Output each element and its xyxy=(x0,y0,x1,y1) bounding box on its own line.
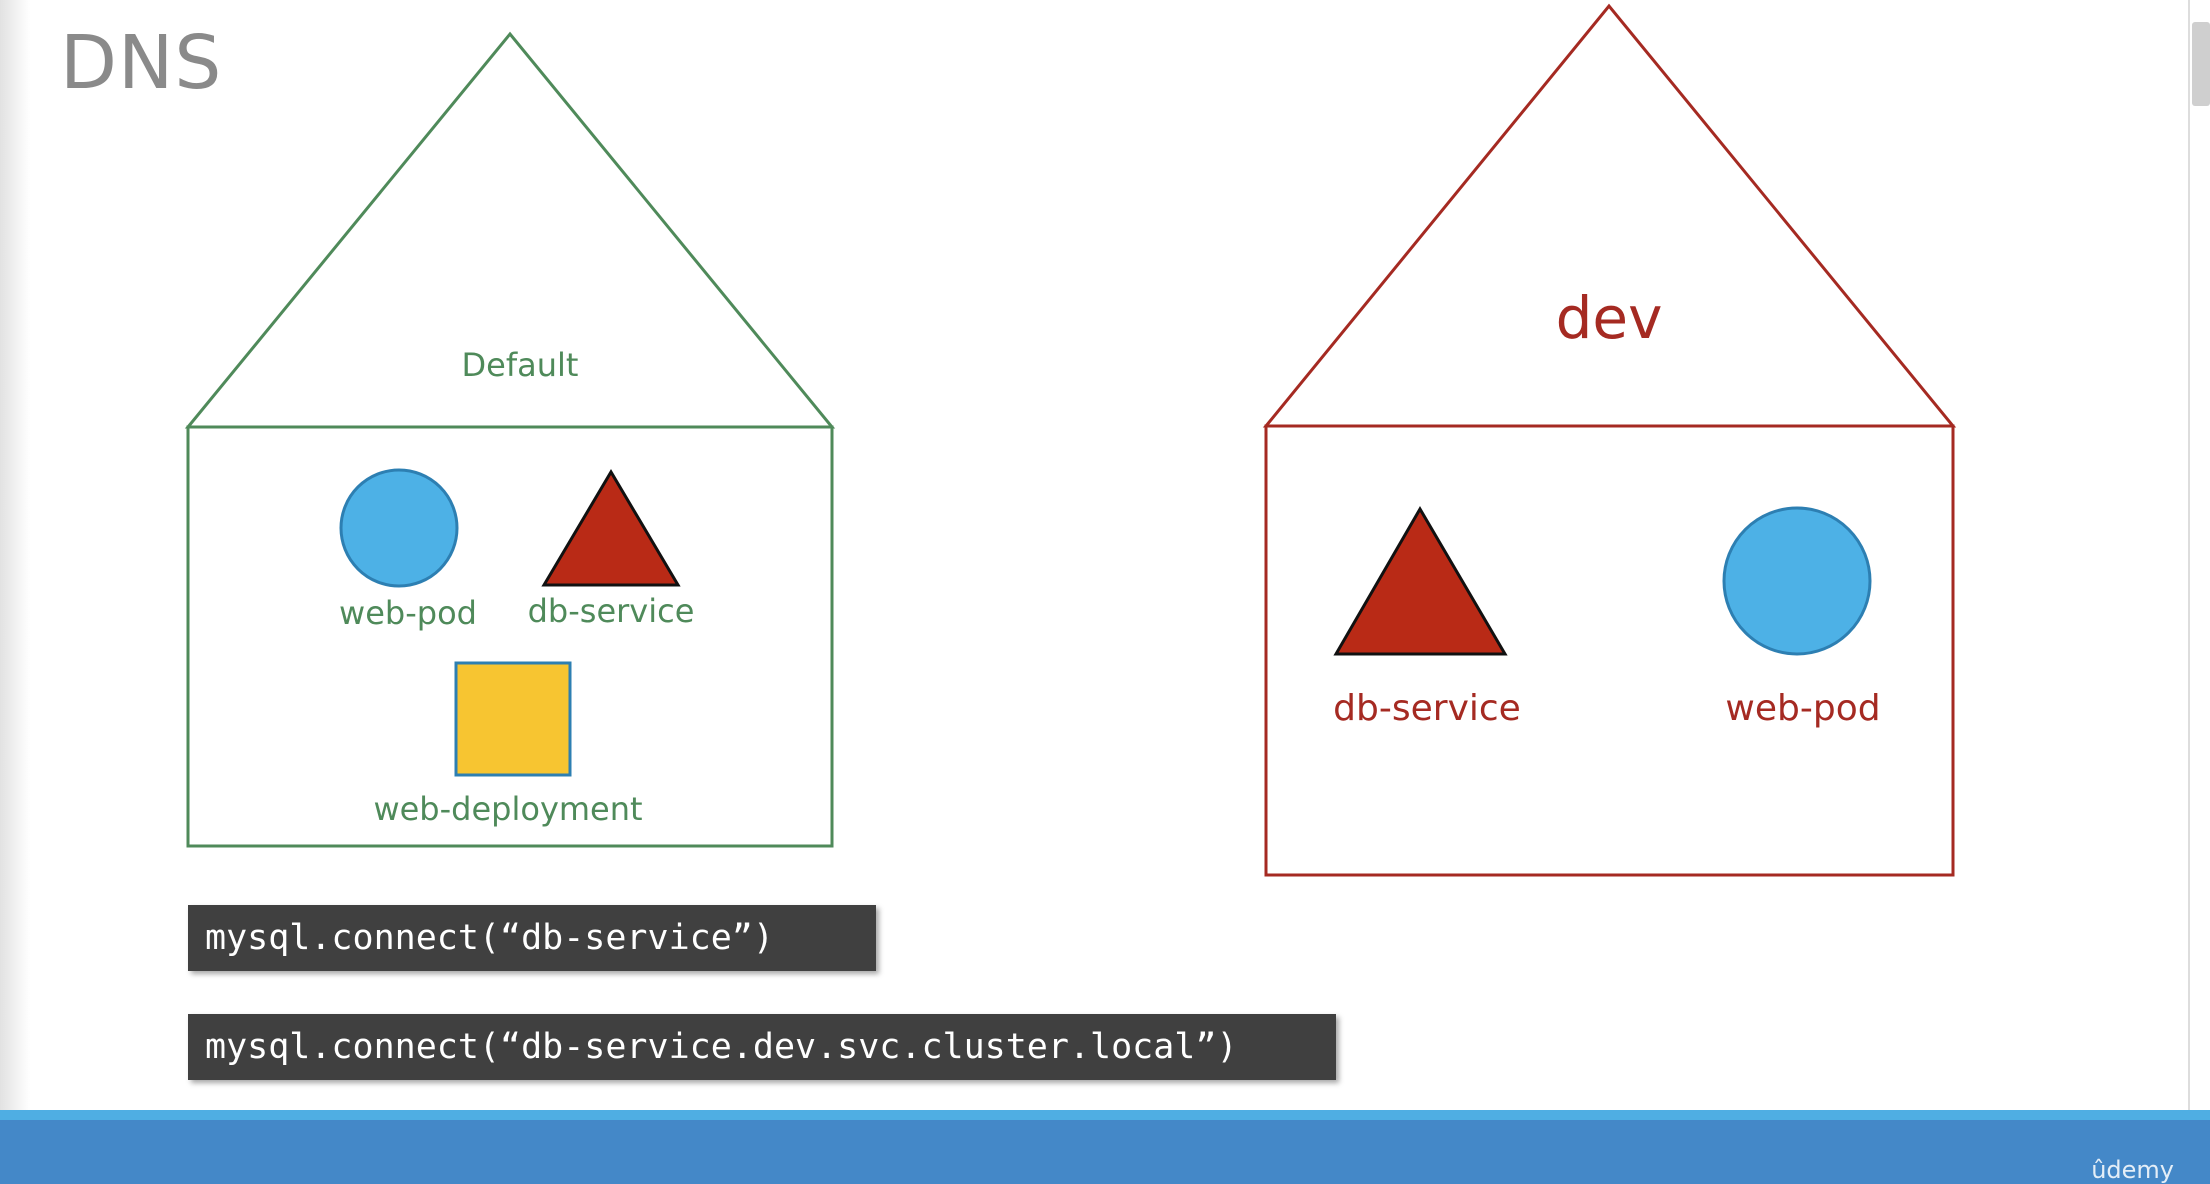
default-house-body xyxy=(186,425,834,848)
default-db-service-triangle xyxy=(541,469,681,587)
slide-title: DNS xyxy=(60,20,223,106)
dev-db-service-triangle xyxy=(1333,506,1508,656)
namespace-dev: dev db-service web-pod xyxy=(1262,3,1957,877)
dev-house-roof xyxy=(1262,3,1957,428)
default-web-pod-circle xyxy=(339,468,459,588)
default-db-service-label: db-service xyxy=(528,592,695,630)
default-web-deployment-label: web-deployment xyxy=(373,790,642,828)
code-snippet-fqdn: mysql.connect(“db-service.dev.svc.cluste… xyxy=(188,1014,1336,1080)
dev-web-pod-label: web-pod xyxy=(1725,688,1880,729)
footer-stripe xyxy=(0,1110,2210,1120)
namespace-default: Default web-pod db-service web-deploymen… xyxy=(184,31,836,848)
brand-logo: ûdemy xyxy=(2091,1156,2174,1184)
footer-bar: ûdemy xyxy=(0,1120,2210,1184)
dev-web-pod-circle xyxy=(1722,506,1872,656)
namespace-diagram: Default web-pod db-service web-deploymen… xyxy=(184,3,1957,877)
dev-house-body xyxy=(1264,424,1955,877)
code-snippet-short-dns: mysql.connect(“db-service”) xyxy=(188,905,876,971)
default-web-deployment-square xyxy=(454,661,572,777)
dev-namespace-label: dev xyxy=(1556,284,1663,352)
default-namespace-label: Default xyxy=(462,346,579,384)
slide-edge-shade xyxy=(0,0,30,1110)
default-web-pod-label: web-pod xyxy=(339,594,477,632)
scrollbar-track[interactable] xyxy=(2188,0,2210,1110)
scrollbar-thumb[interactable] xyxy=(2192,22,2210,106)
dev-db-service-label: db-service xyxy=(1333,688,1521,729)
